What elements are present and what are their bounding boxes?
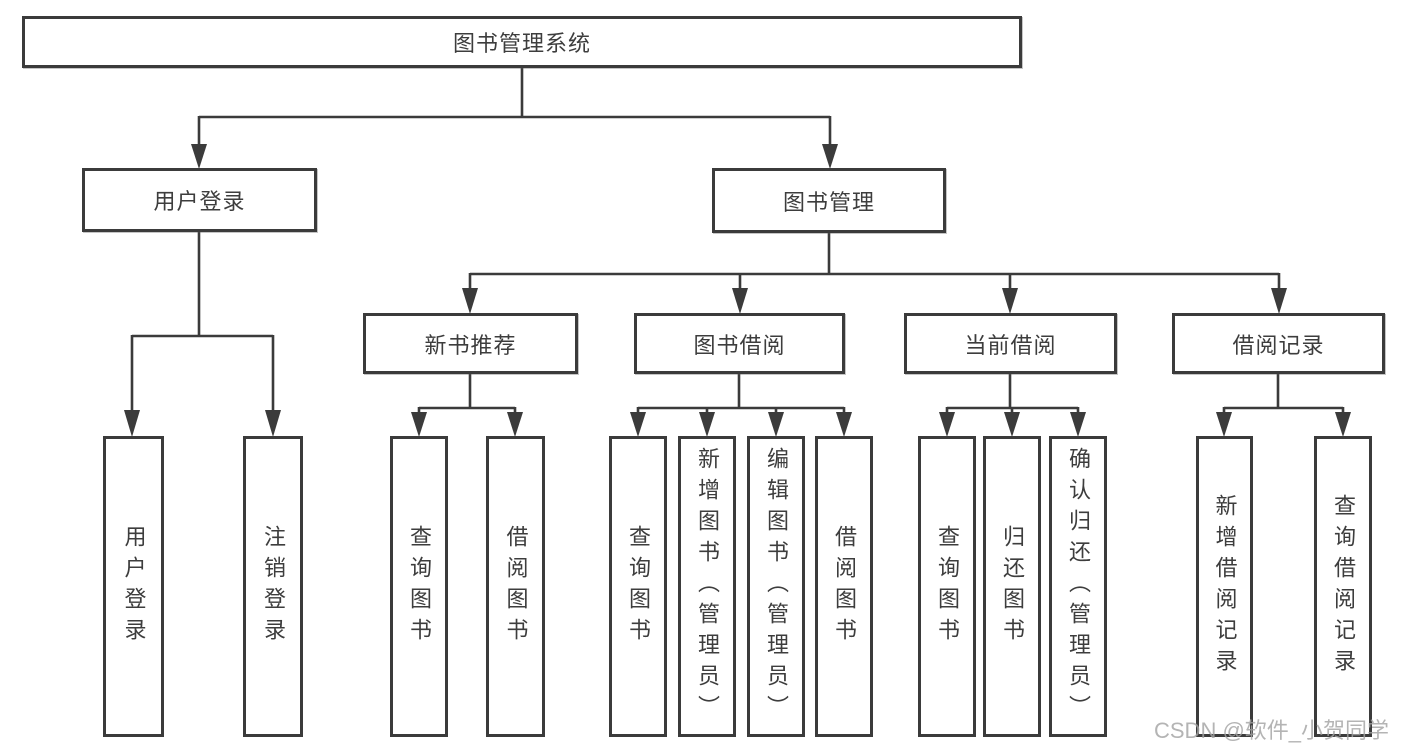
node-book-management: 图书管理 (712, 168, 946, 233)
node-new-book-recommend-label: 新书推荐 (424, 332, 517, 358)
node-current-borrowing: 当前借阅 (904, 313, 1117, 374)
leaf-current-query: 查询图书 (918, 436, 976, 737)
leaf-current-return: 归还图书 (983, 436, 1041, 737)
leaf-newbooks-borrow: 借阅图书 (486, 436, 545, 737)
leaf-newbooks-query-label: 查询图书 (407, 524, 432, 649)
node-current-borrowing-label: 当前借阅 (964, 332, 1057, 358)
node-user-login: 用户登录 (82, 168, 317, 232)
csdn-watermark: CSDN @软件_小贺同学 (1154, 718, 1390, 743)
node-book-management-label: 图书管理 (782, 189, 875, 215)
node-book-borrowing: 图书借阅 (634, 313, 845, 374)
node-user-login-label: 用户登录 (153, 189, 246, 214)
leaf-records-add: 新增借阅记录 (1196, 436, 1253, 737)
leaf-borrow-borrow: 借阅图书 (815, 436, 873, 737)
leaf-records-query: 查询借阅记录 (1314, 436, 1372, 737)
leaf-user-login: 用户登录 (103, 436, 164, 737)
leaf-current-confirm-admin-label: 确认归还（管理员） (1066, 447, 1091, 726)
node-borrow-records: 借阅记录 (1172, 313, 1385, 374)
arrowheads (124, 144, 1351, 437)
leaf-borrow-query-label: 查询图书 (626, 524, 651, 649)
leaf-logout-label: 注销登录 (261, 524, 286, 649)
node-borrow-records-label: 借阅记录 (1232, 332, 1325, 358)
leaf-records-query-label: 查询借阅记录 (1331, 493, 1356, 680)
leaf-newbooks-borrow-label: 借阅图书 (503, 524, 529, 649)
leaf-user-login-label: 用户登录 (121, 524, 147, 649)
leaf-current-query-label: 查询图书 (935, 524, 960, 649)
leaf-records-add-label: 新增借阅记录 (1212, 493, 1238, 680)
leaf-current-confirm-admin: 确认归还（管理员） (1049, 436, 1107, 737)
node-root-label: 图书管理系统 (452, 31, 591, 56)
leaf-borrow-borrow-label: 借阅图书 (832, 524, 857, 649)
node-book-borrowing-label: 图书借阅 (693, 332, 786, 358)
leaf-newbooks-query: 查询图书 (390, 436, 448, 737)
node-new-book-recommend: 新书推荐 (363, 313, 578, 374)
leaf-borrow-add-admin-label: 新增图书（管理员） (695, 447, 720, 726)
node-root-library-system: 图书管理系统 (22, 16, 1022, 68)
leaf-borrow-edit-admin: 编辑图书（管理员） (747, 436, 805, 737)
leaf-borrow-query: 查询图书 (609, 436, 667, 737)
leaf-logout: 注销登录 (243, 436, 303, 737)
leaf-borrow-add-admin: 新增图书（管理员） (678, 436, 736, 737)
leaf-current-return-label: 归还图书 (1000, 524, 1025, 649)
leaf-borrow-edit-admin-label: 编辑图书（管理员） (764, 447, 789, 726)
